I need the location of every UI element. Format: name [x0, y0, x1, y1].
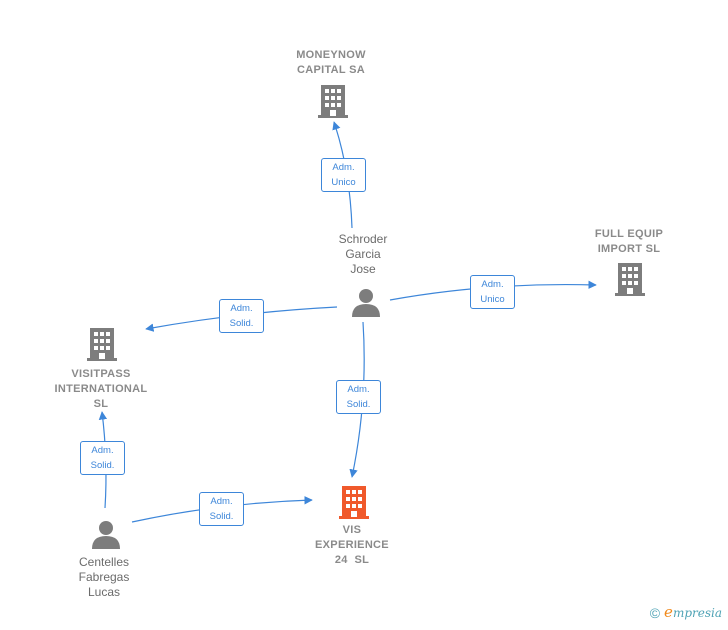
- edge-label-schroder-fullequip: Adm. Unico: [470, 275, 515, 309]
- edge-label-line: Adm.: [230, 303, 253, 314]
- empresia-brand: © empresia: [650, 603, 722, 622]
- edge-label-schroder-visitpass: Adm. Solid.: [219, 299, 264, 333]
- name-line: VISITPASS: [71, 368, 131, 380]
- name-line: Centelles: [78, 555, 130, 569]
- company-name-fullequip[interactable]: FULL EQUIP IMPORT SL: [569, 227, 689, 257]
- edge-label-schroder-moneynow: Adm. Unico: [321, 158, 366, 192]
- name-line: IMPORT SL: [597, 243, 661, 255]
- brand-name: mpresia: [672, 606, 722, 620]
- edge-label-line: Adm.: [332, 162, 355, 173]
- edge-label-line: Solid.: [90, 460, 115, 471]
- edge-label-line: Adm.: [91, 445, 114, 456]
- copyright-icon: ©: [649, 604, 661, 621]
- company-name-vis-experience[interactable]: VIS EXPERIENCE 24 SL: [292, 523, 412, 568]
- name-line: CAPITAL SA: [297, 64, 365, 76]
- edge-label-schroder-vis: Adm. Solid.: [336, 380, 381, 414]
- building-icon-vis-experience[interactable]: [339, 485, 369, 519]
- name-line: 24 SL: [334, 554, 370, 566]
- person-icon-centelles[interactable]: [91, 519, 121, 549]
- name-line: FULL EQUIP: [594, 228, 664, 240]
- person-name-schroder[interactable]: Schroder Garcia Jose: [313, 232, 413, 277]
- building-icon-moneynow[interactable]: [318, 84, 348, 118]
- edge-label-line: Solid.: [229, 318, 254, 329]
- name-line: Fabregas: [78, 570, 130, 584]
- name-line: Schroder: [338, 232, 388, 246]
- brand-initial: e: [664, 603, 673, 621]
- edge-label-line: Unico: [331, 177, 356, 188]
- name-line: EXPERIENCE: [315, 539, 389, 551]
- name-line: Garcia: [345, 247, 381, 261]
- name-line: INTERNATIONAL: [54, 383, 148, 395]
- company-name-moneynow[interactable]: MONEYNOW CAPITAL SA: [271, 48, 391, 78]
- edge-label-line: Unico: [480, 294, 505, 305]
- person-icon-schroder[interactable]: [351, 287, 381, 317]
- building-icon-fullequip[interactable]: [615, 262, 645, 296]
- person-name-centelles[interactable]: Centelles Fabregas Lucas: [54, 555, 154, 600]
- edge-label-centelles-visitpass: Adm. Solid.: [80, 441, 125, 475]
- edge-label-centelles-vis: Adm. Solid.: [199, 492, 244, 526]
- edge-label-line: Solid.: [209, 511, 234, 522]
- edge-label-line: Adm.: [481, 279, 504, 290]
- edge-label-line: Adm.: [347, 384, 370, 395]
- name-line: Lucas: [87, 585, 121, 599]
- building-icon-visitpass[interactable]: [87, 327, 117, 361]
- company-name-visitpass[interactable]: VISITPASS INTERNATIONAL SL: [41, 367, 161, 412]
- name-line: Jose: [350, 262, 376, 276]
- name-line: SL: [93, 398, 109, 410]
- name-line: MONEYNOW: [296, 49, 366, 61]
- edge-label-line: Adm.: [210, 496, 233, 507]
- name-line: VIS: [342, 524, 362, 536]
- edge-label-line: Solid.: [346, 399, 371, 410]
- brand-logo: empresia: [664, 603, 722, 622]
